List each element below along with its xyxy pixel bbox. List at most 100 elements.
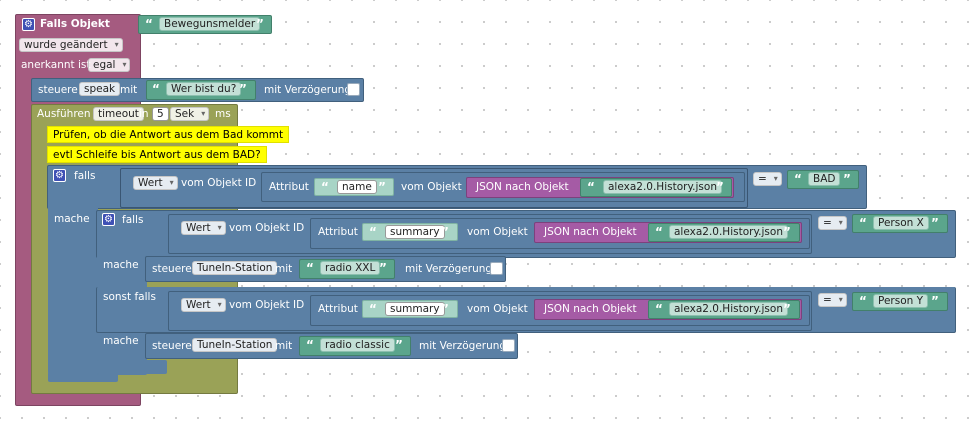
inner-file-field-1[interactable]: alexa2.0.History.json (669, 225, 788, 239)
chevron-down-icon: ▾ (838, 218, 843, 227)
open-quote-icon: “ (794, 172, 802, 186)
timeout-inner-rail (32, 122, 44, 384)
chevron-down-icon: ▾ (217, 300, 222, 309)
chevron-down-icon: ▾ (217, 223, 222, 232)
delay-checkbox[interactable] (347, 83, 360, 96)
open-quote-icon: “ (306, 261, 314, 275)
inner-attribut-label-2: Attribut (318, 303, 358, 315)
inner-op-dropdown-1[interactable]: =▾ (818, 216, 847, 230)
radio1-target-field[interactable]: TuneIn-Station (192, 261, 278, 275)
mit-label: mit (275, 263, 293, 275)
close-quote-icon: ” (395, 338, 403, 352)
inner-mache-label-2: mache (103, 335, 139, 347)
object-name-field[interactable]: Bewegunsmelder (159, 17, 261, 31)
gear-icon[interactable]: ⚙ (22, 18, 35, 31)
inner-sonst-falls-label: sonst falls (103, 291, 156, 303)
open-quote-icon: “ (859, 294, 867, 308)
timeout-amount-field[interactable]: 5 (152, 107, 169, 121)
timeout-var-field[interactable]: timeout (93, 107, 144, 121)
outer-if-rail (48, 206, 98, 374)
inner-compare-field-1[interactable]: Person X (873, 216, 929, 230)
close-quote-icon: ” (931, 294, 939, 308)
inner-attribut-label-1: Attribut (318, 226, 358, 238)
outer-file-field[interactable]: alexa2.0.History.json (603, 180, 722, 194)
gear-icon[interactable]: ⚙ (53, 169, 66, 182)
outer-wert-dropdown[interactable]: Wert▾ (133, 176, 178, 190)
inner-op-dropdown-2[interactable]: =▾ (818, 293, 847, 307)
event-title: Falls Objekt (40, 18, 110, 30)
inner-wert-dropdown-2[interactable]: Wert▾ (181, 298, 226, 312)
open-quote-icon: “ (369, 225, 377, 239)
close-quote-icon: ” (441, 302, 449, 316)
ack-dropdown[interactable]: egal▾ (88, 58, 131, 72)
delay-label: mit Verzögerung (419, 340, 507, 352)
inner-file-field-2[interactable]: alexa2.0.History.json (669, 302, 788, 316)
close-quote-icon: ” (256, 17, 264, 31)
inner-vom-objekt-label-2: vom Objekt (467, 303, 528, 315)
inner-falls-label: falls (122, 214, 144, 226)
open-quote-icon: “ (152, 82, 160, 96)
steuere-label: steuere (152, 263, 192, 275)
chevron-down-icon: ▾ (122, 60, 127, 69)
chevron-down-icon: ▾ (773, 174, 778, 183)
timeout-unit-dropdown[interactable]: Sek▾ (170, 107, 210, 121)
chevron-down-icon: ▾ (169, 178, 174, 187)
speak-value-field[interactable]: Wer bist du? (166, 82, 242, 96)
delay-label: mit Verzögerung (264, 84, 352, 96)
outer-vom-objekt-label: vom Objekt (401, 181, 462, 193)
timeout-footer (32, 383, 237, 393)
open-quote-icon: “ (859, 216, 867, 230)
ack-label: anerkannt ist (21, 59, 91, 71)
inner-vom-objekt-id-label-2: vom Objekt ID (229, 299, 305, 311)
inner-vom-objekt-id-label-1: vom Objekt ID (229, 222, 305, 234)
outer-attribut-label: Attribut (269, 181, 309, 193)
steuere-label: steuere (152, 340, 192, 352)
radio2-value-field[interactable]: radio classic (320, 338, 395, 352)
gear-icon[interactable]: ⚙ (102, 213, 115, 226)
open-quote-icon: “ (369, 302, 377, 316)
outer-vom-objekt-id-label: vom Objekt ID (181, 177, 257, 189)
in-label: in (139, 108, 149, 120)
outer-compare-field[interactable]: BAD (808, 172, 841, 186)
comment-2[interactable]: evtl Schleife bis Antwort aus dem BAD? (47, 146, 267, 163)
outer-falls-label: falls (74, 170, 96, 182)
chevron-down-icon: ▾ (201, 109, 206, 118)
event-block-footer (16, 396, 140, 405)
close-quote-icon: ” (783, 225, 791, 239)
close-quote-icon: ” (378, 180, 386, 194)
close-quote-icon: ” (716, 180, 724, 194)
changed-dropdown[interactable]: wurde geändert▾ (19, 38, 123, 52)
close-quote-icon: ” (783, 302, 791, 316)
outer-mache-label: mache (54, 213, 90, 225)
open-quote-icon: “ (306, 338, 314, 352)
open-quote-icon: “ (587, 180, 595, 194)
outer-op-dropdown[interactable]: =▾ (753, 172, 782, 186)
open-quote-icon: “ (655, 302, 663, 316)
radio2-target-field[interactable]: TuneIn-Station (192, 338, 278, 352)
inner-wert-dropdown-1[interactable]: Wert▾ (181, 221, 226, 235)
comment-1[interactable]: Prüfen, ob die Antwort aus dem Bad kommt (47, 126, 290, 143)
outer-attr-value-field[interactable]: name (337, 180, 377, 194)
inner-attr-value-field-2[interactable]: summary (385, 302, 445, 316)
inner-compare-field-2[interactable]: Person Y (873, 294, 929, 308)
open-quote-icon: “ (321, 180, 329, 194)
steuere-label: steuere (38, 84, 78, 96)
delay-label: mit Verzögerung (405, 263, 493, 275)
delay-checkbox[interactable] (490, 262, 503, 275)
radio1-value-field[interactable]: radio XXL (320, 261, 381, 275)
close-quote-icon: ” (931, 216, 939, 230)
speak-target-field[interactable]: speak (79, 82, 121, 96)
close-quote-icon: ” (379, 261, 387, 275)
inner-json-label-1: JSON nach Objekt (544, 226, 637, 238)
inner-attr-value-field-1[interactable]: summary (385, 225, 445, 239)
open-quote-icon: “ (145, 17, 153, 31)
mit-label: mit (120, 84, 138, 96)
timeout-label: Ausführen (37, 108, 91, 120)
open-quote-icon: “ (655, 225, 663, 239)
inner-if-footer (97, 360, 167, 374)
close-quote-icon: ” (441, 225, 449, 239)
close-quote-icon: ” (843, 172, 851, 186)
outer-if-footer (48, 372, 118, 382)
delay-checkbox[interactable] (502, 339, 515, 352)
mit-label: mit (275, 340, 293, 352)
